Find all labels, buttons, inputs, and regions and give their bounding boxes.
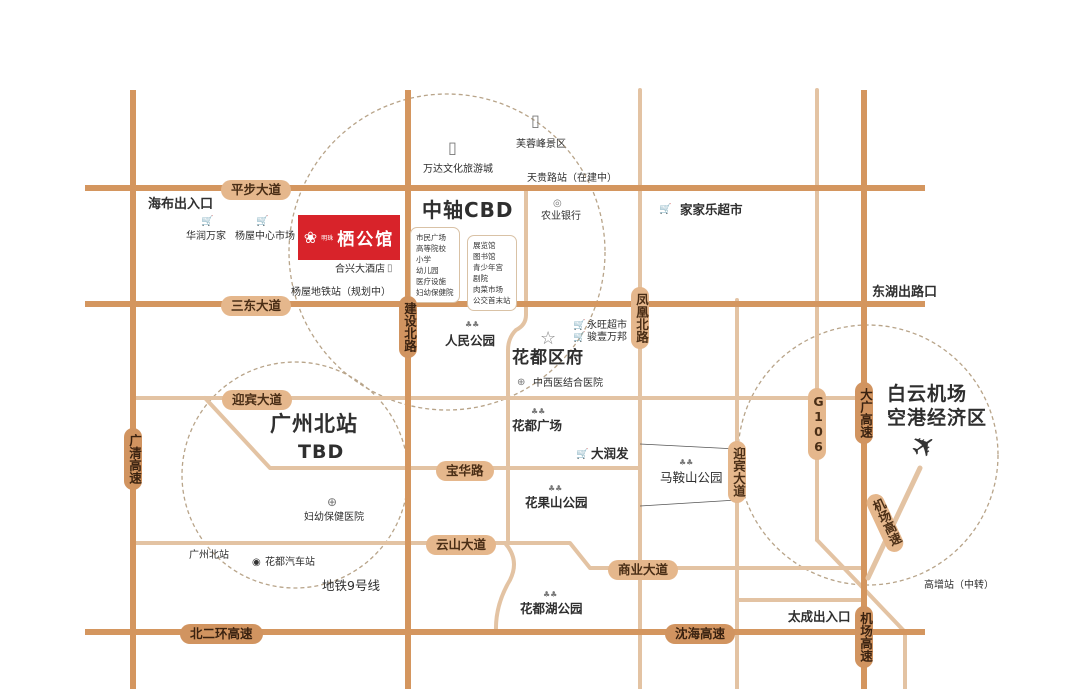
facility-item: 肉菜市场	[473, 285, 503, 294]
road-fenghuang-north: 凤凰北路	[631, 287, 649, 349]
metro9-label: 地铁9号线	[322, 578, 380, 593]
donghu-exit-label: 东湖出路口	[872, 285, 938, 300]
gaozeng-station-label: 高增站（中转）	[924, 580, 994, 591]
hospital-icon: ⊕	[327, 495, 338, 509]
road-guangqing: 广清高速	[124, 428, 142, 490]
logo-name: 栖公馆	[337, 230, 395, 250]
park-icon: ♣♣	[531, 407, 546, 416]
jiajiale-label: 家家乐超市	[680, 202, 743, 217]
project-logo: ❀ 明珠 栖公馆	[298, 215, 400, 260]
airport-radius-circle	[737, 324, 999, 586]
road-yunshan: 云山大道	[426, 535, 497, 555]
airport-zone-line2: 空港经济区	[887, 407, 988, 429]
agri-bank-label: 农业银行	[541, 211, 581, 222]
road-beierhuan: 北二环高速	[180, 624, 263, 644]
facility-item: 小学	[416, 255, 431, 264]
tbd-subtitle: TBD	[298, 441, 345, 463]
yangwu-market-label: 杨屋中心市场	[235, 231, 295, 242]
facility-item: 青少年宫	[473, 263, 503, 272]
road-airport-exp-lower: 机场高速	[855, 606, 873, 668]
building-icon: ▯	[448, 138, 457, 157]
road-shangye: 商业大道	[608, 560, 679, 580]
building-icon: ▯	[387, 263, 393, 274]
renmin-park-label: 人民公园	[445, 333, 496, 348]
huadu-square-label: 花都广场	[512, 418, 563, 433]
shopping-cart-icon: 🛒	[573, 320, 586, 331]
mountain-icon: ▯	[531, 111, 540, 130]
tbd-title: 广州北站	[270, 412, 358, 436]
shopping-cart-icon: 🛒	[201, 216, 214, 227]
shopping-cart-icon: 🛒	[576, 449, 589, 460]
huadu-lake-park-label: 花都湖公园	[520, 601, 583, 616]
haibu-exit-label: 海布出入口	[148, 197, 214, 212]
huadu-bus-label: 花都汽车站	[265, 557, 315, 568]
shopping-cart-icon: 🛒	[256, 216, 269, 227]
yongwang-label: 永旺超市	[587, 320, 627, 331]
park-icon: ♣♣	[548, 484, 563, 493]
road-sandong: 三东大道	[221, 296, 292, 316]
tiangui-station-label: 天贵路站（在建中）	[527, 173, 617, 184]
park-icon: ♣♣	[679, 458, 694, 467]
facility-item: 展览馆	[473, 241, 496, 250]
facility-item: 剧院	[473, 274, 488, 283]
park-icon: ♣♣	[465, 320, 480, 329]
hospital-icon: ⊕	[517, 377, 526, 388]
cbd-title: 中轴CBD	[422, 198, 514, 222]
facility-item: 幼儿园	[416, 266, 439, 275]
furong-scenic-label: 芙蓉峰景区	[516, 139, 566, 150]
bank-icon: ◎	[553, 198, 562, 209]
facility-item: 市民广场	[416, 233, 446, 242]
china-resources-label: 华润万家	[186, 231, 226, 242]
cbd-radius-circle	[288, 93, 606, 411]
logo-brand-mark: 明珠	[321, 235, 334, 242]
shopping-cart-icon: 🛒	[573, 332, 586, 343]
junyi-wanbang-label: 骏壹万邦	[587, 332, 627, 343]
road-yingbin-west: 迎宾大道	[222, 390, 293, 410]
taicheng-exit-label: 太成出入口	[788, 609, 851, 624]
maternal-hospital-label: 妇幼保健医院	[304, 512, 364, 523]
gz-north-station-label: 广州北站	[189, 550, 229, 561]
cbd-facilities-right: 展览馆 图书馆 青少年宫 剧院 肉菜市场 公交首末站	[467, 235, 517, 311]
park-icon: ♣♣	[543, 590, 558, 599]
shopping-cart-icon: 🛒	[659, 204, 672, 215]
wanda-label: 万达文化旅游城	[423, 164, 493, 175]
bus-station-icon: ◉	[252, 557, 261, 568]
darunfa-label: 大润发	[591, 446, 629, 461]
road-pingbu: 平步大道	[221, 180, 292, 200]
facility-item: 公交首末站	[473, 296, 511, 305]
road-daguang: 大广高速	[855, 382, 873, 444]
tulip-icon: ❀	[303, 228, 318, 247]
huaguoshan-park-label: 花果山公园	[525, 495, 588, 510]
yangwu-metro-label: 杨屋地铁站（规划中）	[291, 287, 391, 298]
hexing-hotel-label: 合兴大酒店	[335, 264, 385, 275]
tcm-hospital-label: 中西医结合医院	[533, 378, 603, 389]
facility-item: 高等院校	[416, 244, 446, 253]
road-g106: G106	[808, 388, 826, 460]
road-yingbin-east: 迎宾大道	[728, 441, 746, 503]
facility-item: 医疗设施	[416, 277, 446, 286]
airport-zone-line1: 白云机场	[887, 383, 968, 405]
star-icon: ☆	[540, 328, 557, 349]
road-shenhai: 沈海高速	[665, 624, 736, 644]
facility-item: 妇幼保健院	[416, 288, 454, 297]
facility-item: 图书馆	[473, 252, 496, 261]
road-jianshe-north: 建设北路	[399, 296, 417, 358]
cbd-facilities-left: 市民广场 高等院校 小学 幼儿园 医疗设施 妇幼保健院	[410, 227, 460, 303]
district-gov-label: 花都区府	[512, 348, 584, 368]
maanshan-park-label: 马鞍山公园	[660, 470, 723, 485]
road-baohua: 宝华路	[436, 461, 494, 481]
